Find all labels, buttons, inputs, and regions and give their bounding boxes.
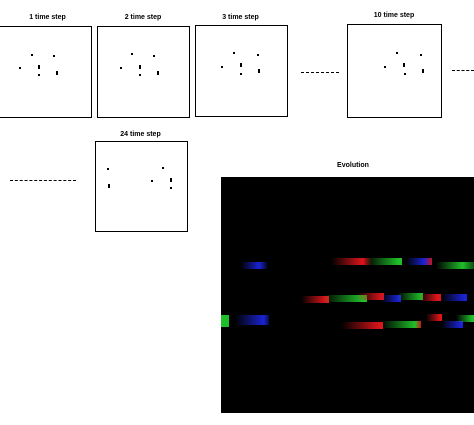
frame-10-label: 10 time step: [373, 12, 415, 19]
evolution-track: [426, 314, 442, 321]
frame-3-box: [195, 25, 288, 117]
particle: [420, 54, 422, 56]
particle: [38, 74, 40, 76]
particle: [153, 55, 155, 57]
ellipsis-dashes: [301, 72, 339, 73]
evolution-track: [419, 294, 441, 301]
frame-2-label: 2 time step: [124, 14, 162, 21]
evolution-track: [235, 315, 269, 325]
particle: [53, 55, 55, 57]
frame-1-box: [0, 26, 92, 118]
evolution-track: [341, 322, 383, 329]
particle: [107, 168, 109, 170]
evolution-track: [323, 295, 367, 302]
evolution-track: [331, 258, 371, 265]
particle: [221, 66, 223, 68]
particle: [403, 63, 405, 67]
evolution-track: [397, 293, 423, 300]
evolution-track: [241, 262, 267, 269]
evolution-track: [356, 293, 384, 300]
particle: [31, 54, 33, 56]
frame-3-label: 3 time step: [222, 14, 259, 21]
particle: [233, 52, 235, 54]
frame-24-box: [95, 141, 188, 232]
particle: [139, 65, 141, 69]
particle: [422, 69, 424, 73]
evolution-track: [301, 296, 329, 303]
particle: [19, 67, 21, 69]
particle: [162, 167, 164, 169]
particle: [384, 66, 386, 68]
frame-10-box: [347, 24, 442, 118]
particle: [404, 73, 406, 75]
evolution-track: [221, 315, 229, 327]
particle: [139, 74, 141, 76]
particle: [151, 180, 153, 182]
particle: [108, 184, 110, 188]
particle: [240, 63, 242, 67]
particle: [396, 52, 398, 54]
evolution-track: [381, 321, 421, 328]
ellipsis-dashes-row2: [10, 180, 76, 181]
evolution-track: [456, 315, 474, 322]
particle: [257, 54, 259, 56]
evolution-track: [441, 294, 467, 301]
particle: [157, 71, 159, 75]
evolution-track: [406, 258, 432, 265]
evolution-title: Evolution: [337, 162, 369, 169]
particle: [120, 67, 122, 69]
evolution-track: [381, 295, 401, 302]
particle: [170, 187, 172, 189]
ellipsis-dashes-right: [452, 70, 474, 71]
frame-1-label: 1 time step: [29, 14, 66, 21]
evolution-track: [441, 321, 463, 328]
evolution-track: [436, 262, 474, 269]
particle: [170, 178, 172, 182]
particle: [240, 73, 242, 75]
particle: [56, 71, 58, 75]
evolution-panel: [221, 177, 474, 413]
particle: [131, 53, 133, 55]
frame-2-box: [97, 26, 190, 118]
evolution-track: [366, 258, 402, 265]
particle: [38, 65, 40, 69]
frame-24-label: 24 time step: [120, 131, 161, 138]
particle: [258, 69, 260, 73]
